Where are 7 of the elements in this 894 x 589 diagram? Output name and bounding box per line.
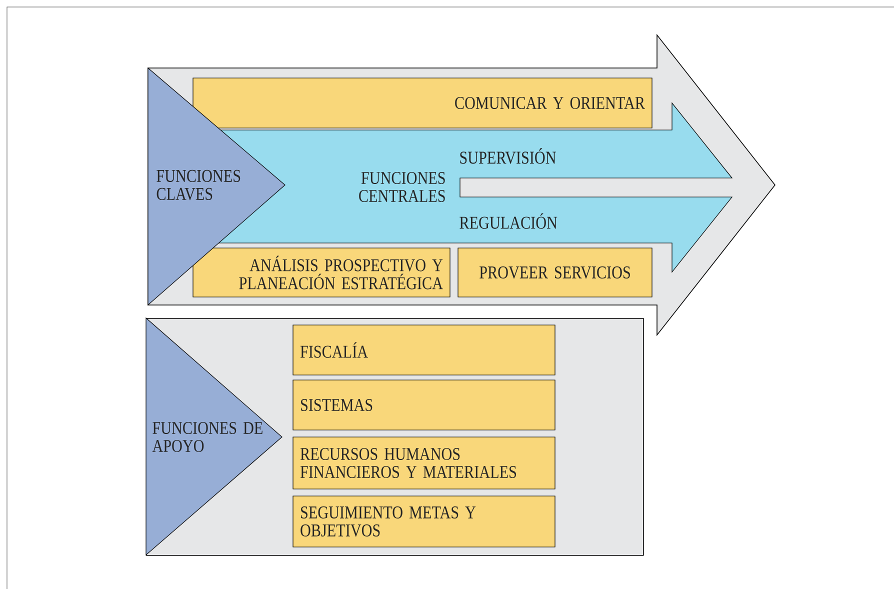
label-box: RECURSOS HUMANOS FINANCIEROS Y MATERIALES — [292, 436, 556, 490]
label-box: PROVEER SERVICIOS — [458, 248, 652, 298]
label-box: SEGUIMIENTO METAS Y OBJETIVOS — [292, 496, 556, 548]
label-box: COMUNICAR Y ORIENTAR — [192, 78, 652, 128]
label-box: ANÁLISIS PROSPECTIVO Y PLANEACIÓN ESTRATÉGICA — [192, 248, 450, 298]
label-box: SISTEMAS — [292, 380, 556, 430]
label-box: FISCALÍA — [292, 324, 556, 376]
